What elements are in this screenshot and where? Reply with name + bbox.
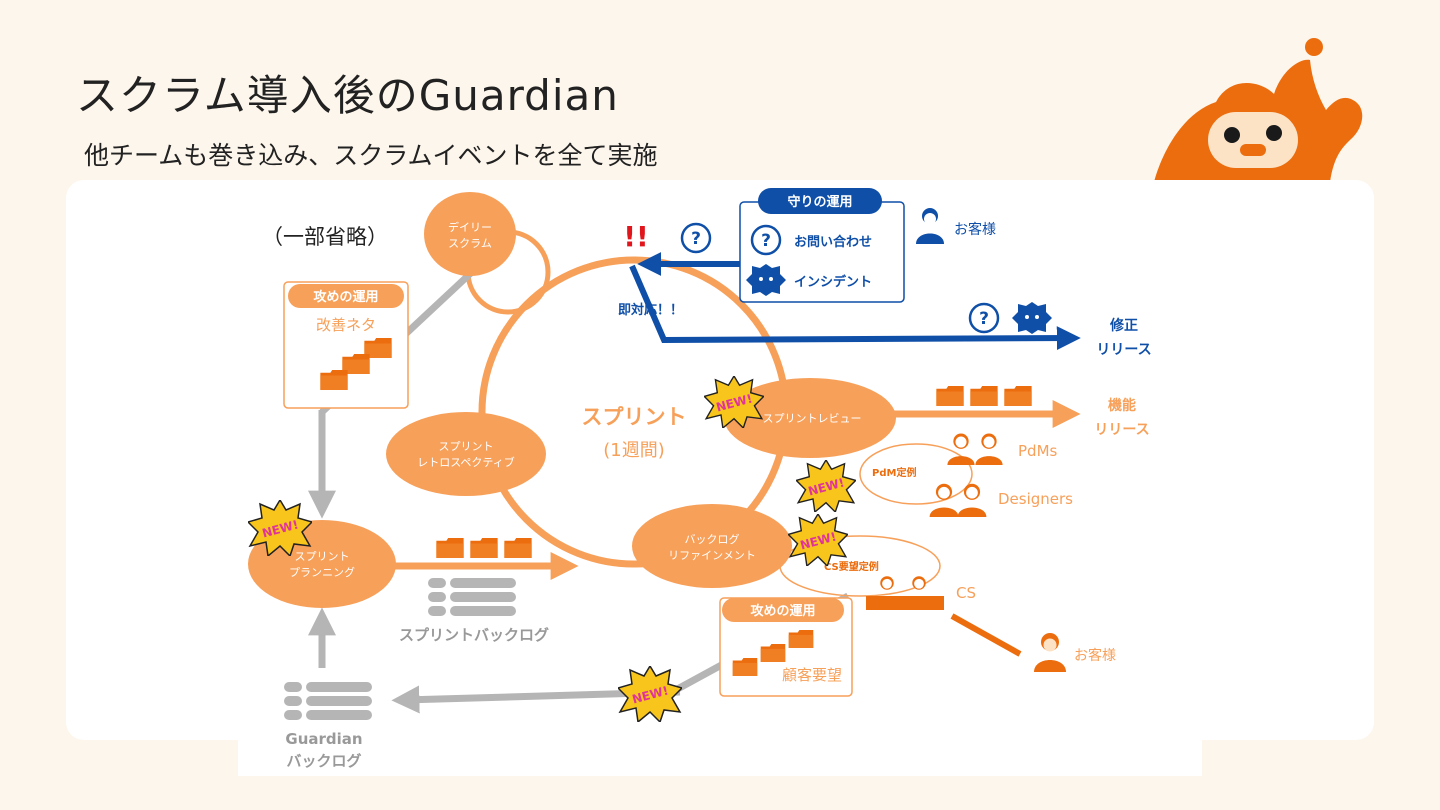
defensive-header	[758, 188, 882, 214]
new-badge: NEW!	[618, 666, 682, 722]
mascot-icon	[1154, 38, 1363, 182]
guardian-backlog-label-2: バックログ	[286, 752, 361, 770]
customer-label-bottom: お客様	[1074, 647, 1116, 664]
folder-icon	[732, 658, 758, 676]
designers-label: Designers	[998, 490, 1073, 508]
folder-icon	[1004, 386, 1032, 406]
offensive-bottom-item: 顧客要望	[782, 666, 842, 684]
pdm-meeting-label: PdM定例	[872, 466, 916, 479]
sprint-backlog-list-icon	[428, 578, 516, 616]
fix-release-arrow	[629, 264, 1081, 351]
designer-person-icon	[957, 483, 987, 517]
folder-icon	[970, 386, 998, 406]
incident-label: インシデント	[794, 274, 872, 290]
retro-label-1: スプリント	[439, 440, 494, 453]
pdms-label: PdMs	[1018, 442, 1058, 460]
refinement-label-1: バックログ	[685, 532, 740, 546]
offensive-bottom-header	[722, 598, 844, 622]
guardian-backlog-list-icon	[284, 682, 372, 720]
new-badge: NEW!	[704, 376, 764, 428]
customer-icon	[1034, 633, 1066, 672]
review-node	[724, 378, 896, 458]
customer-icon	[916, 208, 944, 244]
fix-release-label-1: 修正	[1109, 317, 1138, 334]
incident-bug-icon	[746, 264, 786, 296]
refinement-label-2: リファインメント	[668, 549, 756, 562]
offensive-top-item: 改善ネタ	[316, 316, 376, 334]
question-icon: ?	[968, 302, 1000, 334]
pdm-person-icon	[947, 433, 975, 465]
feature-release-label-2: リリース	[1094, 422, 1149, 438]
defensive-title: 守りの運用	[787, 194, 852, 210]
daily-label-1: デイリー	[448, 220, 492, 234]
urgent-mark: !!	[623, 220, 649, 253]
new-badge: NEW!	[248, 500, 312, 556]
cs-meeting-label: CS要望定例	[824, 560, 879, 573]
folder-icon	[504, 538, 532, 558]
offensive-top-title: 攻めの運用	[313, 289, 378, 305]
inquiry-label: お問い合わせ	[794, 234, 872, 250]
guardian-backlog-label-1: Guardian	[285, 730, 362, 748]
offensive-top-header	[288, 284, 404, 308]
svg-text:?: ?	[979, 309, 989, 329]
feature-release-label-1: 機能	[1108, 397, 1136, 414]
offensive-bottom-title: 攻めの運用	[750, 603, 815, 619]
page-title: スクラム導入後のGuardian	[76, 71, 619, 120]
folder-icon	[470, 538, 498, 558]
sprint-label: スプリント	[582, 405, 687, 429]
pdm-person-icon	[975, 433, 1003, 465]
new-badge: NEW!	[796, 460, 856, 512]
incident-bug-icon	[1012, 302, 1052, 334]
question-icon: ?	[750, 224, 782, 256]
retro-label-2: レトロスペクティブ	[417, 455, 515, 469]
new-badge: NEW!	[788, 514, 848, 566]
pdm-meeting-ring	[859, 443, 973, 505]
folder-icon	[936, 386, 964, 406]
page-subtitle: 他チームも巻き込み、スクラムイベントを全て実施	[84, 141, 658, 170]
immediate-response-label: 即対応！！	[618, 302, 683, 318]
diagram-card-extension	[238, 730, 1202, 776]
refinement-node	[632, 504, 792, 588]
planning-label-1: スプリント	[295, 550, 350, 563]
svg-text:?: ?	[691, 229, 701, 249]
daily-label-2: スクラム	[448, 237, 492, 250]
fix-release-label-2: リリース	[1096, 342, 1151, 358]
folder-icon	[788, 630, 814, 648]
cs-customer-line	[950, 613, 1022, 657]
sprint-backlog-label: スプリントバックログ	[399, 626, 549, 644]
cs-label: CS	[956, 584, 976, 602]
folder-icon	[760, 644, 786, 662]
retro-node	[386, 412, 546, 496]
review-label: スプリントレビュー	[763, 412, 862, 425]
daily-scrum-node	[424, 192, 516, 276]
folder-icon	[436, 538, 464, 558]
customer-label-top: お客様	[954, 221, 996, 238]
folder-icon	[320, 370, 348, 390]
planning-label-2: プランニング	[289, 565, 355, 579]
offensive-top-box	[283, 281, 409, 409]
question-icon: ?	[680, 222, 712, 254]
sprint-period: (1週間)	[603, 440, 665, 461]
omission-note: （一部省略）	[262, 225, 388, 249]
svg-text:?: ?	[761, 231, 771, 251]
cs-desk	[866, 596, 944, 610]
